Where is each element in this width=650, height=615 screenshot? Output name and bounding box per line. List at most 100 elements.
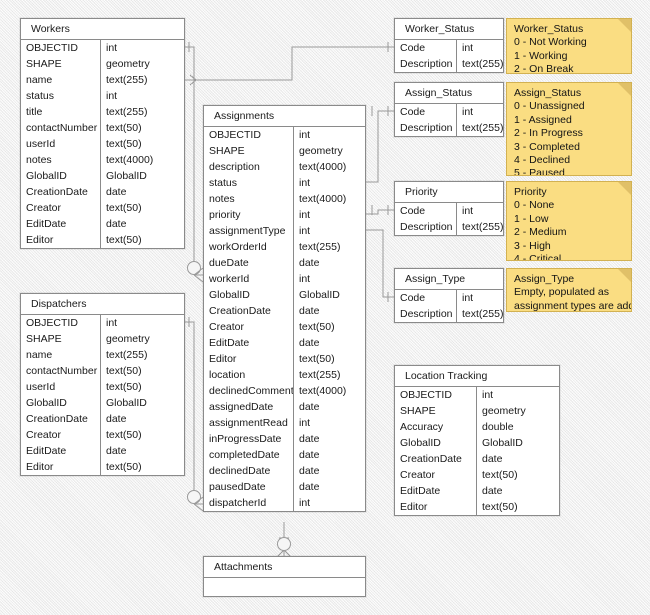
entity-title-dispatchers: Dispatchers [21, 294, 184, 315]
field-name: SHAPE [395, 403, 477, 419]
field-type: GlobalID [482, 437, 523, 449]
field-name: Description [395, 306, 457, 322]
field-name: status [204, 175, 294, 191]
field-name: userId [21, 136, 101, 152]
field-name: Editor [21, 459, 101, 475]
field-type: text(255) [106, 349, 148, 361]
field-type: double [482, 421, 514, 433]
field-name: CreationDate [21, 411, 101, 427]
field-name: OBJECTID [204, 127, 294, 143]
field-type: date [106, 413, 127, 425]
field-type: date [299, 433, 320, 445]
wire-workers-assignments [185, 46, 195, 275]
field-type: text(50) [106, 234, 142, 246]
note-line: Assign_Status [514, 87, 582, 99]
note-line: 0 - Unassigned [514, 100, 585, 113]
note-line: 2 - Medium [514, 226, 567, 239]
field-type: int [299, 209, 311, 221]
table-row: CreationDate date [21, 411, 184, 427]
field-type: date [482, 485, 503, 497]
field-name: Description [395, 120, 457, 136]
field-type: text(255) [462, 122, 503, 134]
note-fold-corner-icon [618, 19, 631, 32]
field-type: text(50) [106, 202, 142, 214]
field-type: text(50) [106, 381, 142, 393]
field-type: text(50) [106, 429, 142, 441]
field-type: int [462, 106, 474, 118]
field-name: Editor [21, 232, 101, 248]
note-line: Empty, populated as [514, 286, 609, 299]
field-name: Description [395, 56, 457, 72]
field-name: Creator [395, 467, 477, 483]
field-type: GlobalID [106, 397, 147, 409]
field-type: date [299, 401, 320, 413]
field-name: OBJECTID [21, 315, 101, 331]
field-type: date [299, 337, 320, 349]
table-row: EditDate date [204, 335, 365, 351]
field-name: SHAPE [204, 143, 294, 159]
field-name: CreationDate [204, 303, 294, 319]
field-name: CreationDate [21, 184, 101, 200]
field-name: CreationDate [395, 451, 477, 467]
entity-title-location_tracking: Location Tracking [395, 366, 559, 387]
entity-attachments[interactable]: Attachments [203, 556, 366, 597]
wire-assignments-assign-status [366, 110, 394, 183]
entity-fields-attachments [204, 578, 365, 596]
field-name: Code [395, 104, 457, 120]
field-type: text(50) [482, 469, 518, 481]
field-type: int [462, 292, 474, 304]
wire-dispatchers-assignments [185, 321, 195, 490]
field-name: notes [204, 191, 294, 207]
field-type: date [482, 453, 503, 465]
field-type: text(50) [299, 321, 335, 333]
field-name: GlobalID [395, 435, 477, 451]
crowfoot-assignments-dispatcherid [193, 496, 204, 512]
field-type: date [106, 218, 127, 230]
field-name: completedDate [204, 447, 294, 463]
field-type: date [299, 465, 320, 477]
field-type: text(255) [462, 221, 503, 233]
wire-assignments-assign-type [366, 229, 394, 298]
field-name: userId [21, 379, 101, 395]
field-type: date [299, 481, 320, 493]
field-type: int [299, 273, 311, 285]
field-name: OBJECTID [21, 40, 101, 56]
field-type: geometry [106, 333, 150, 345]
zero-symbol-dispatchers-assignments [187, 490, 201, 504]
field-name: EditDate [204, 335, 294, 351]
field-name: assignmentType [204, 223, 294, 239]
field-type: date [106, 445, 127, 457]
